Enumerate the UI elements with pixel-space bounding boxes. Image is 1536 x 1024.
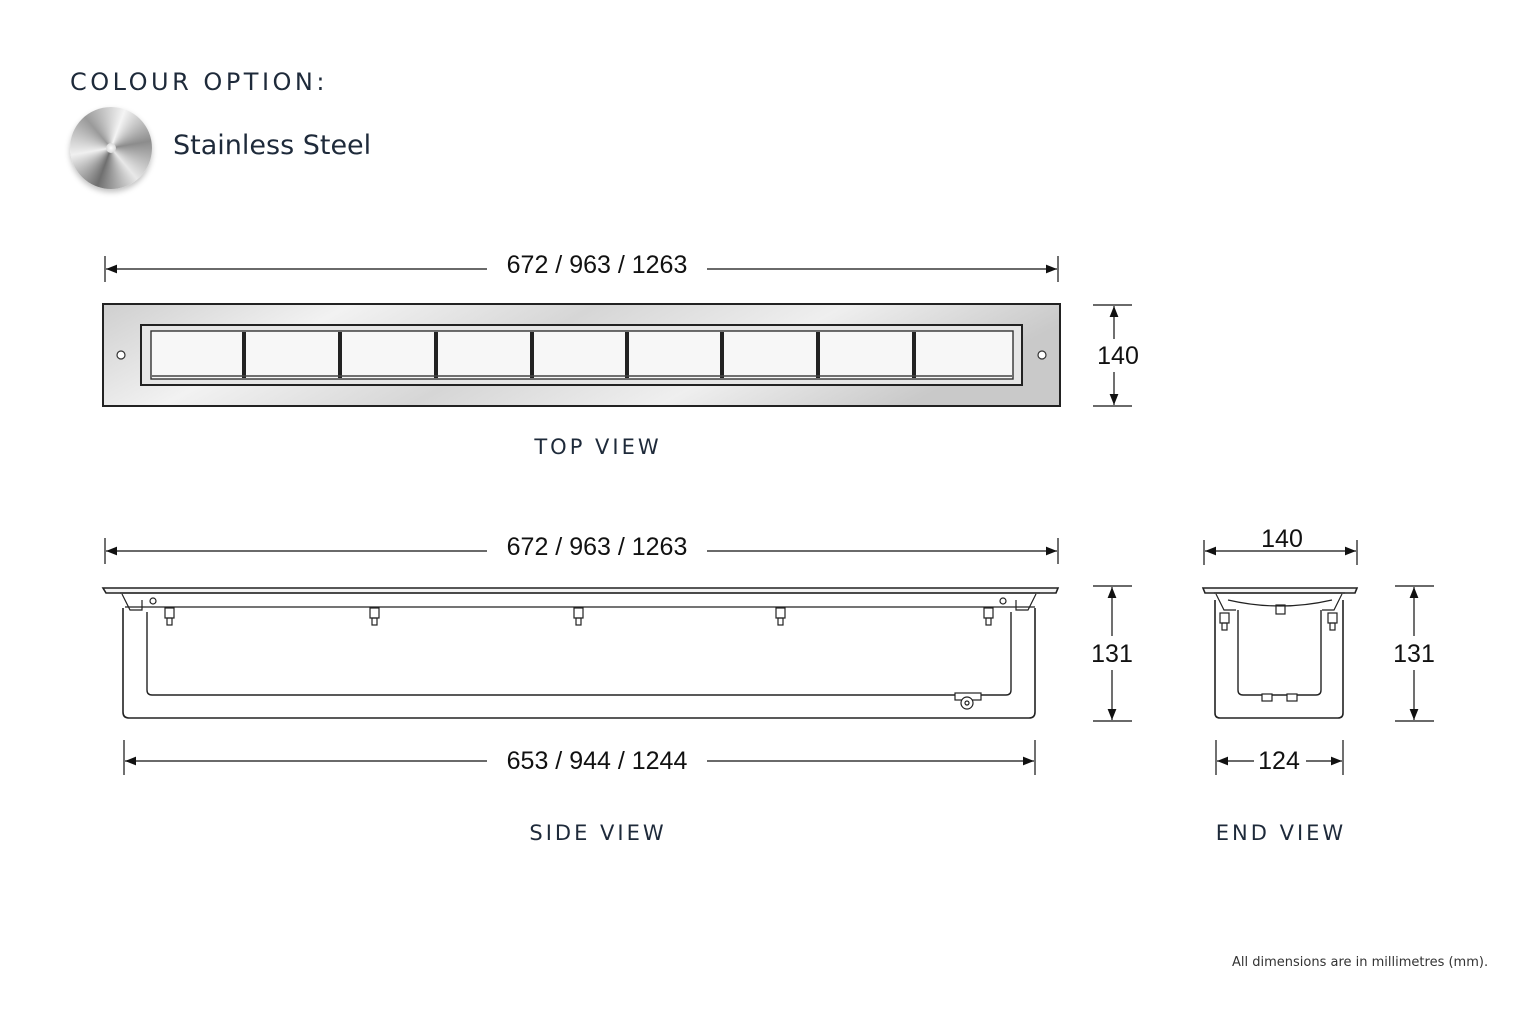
top-view-burner-plate <box>102 303 1061 407</box>
side-view: 672 / 963 / 1263 <box>101 533 1133 845</box>
colour-option-heading: COLOUR OPTION: <box>70 68 328 96</box>
side-view-label: SIDE VIEW <box>529 821 666 845</box>
side-view-height-dimension: 131 <box>1091 585 1133 722</box>
dimensions-footnote: All dimensions are in millimetres (mm). <box>1232 955 1489 970</box>
end-view-overall-width-label: 140 <box>1261 525 1303 553</box>
top-view-width-dimension: 140 <box>1093 304 1139 407</box>
top-view: 672 / 963 / 1263 <box>102 251 1139 459</box>
side-view-burner-body <box>101 587 1060 719</box>
side-view-overall-length-dimension: 672 / 963 / 1263 <box>104 533 1059 564</box>
end-view-height-dimension: 131 <box>1393 585 1435 722</box>
end-view-burner-body <box>1201 587 1359 719</box>
end-view-label: END VIEW <box>1216 821 1346 845</box>
finish-name: Stainless Steel <box>173 130 372 161</box>
end-view-overall-width-dimension: 140 <box>1203 525 1358 565</box>
top-view-length-dimension: 672 / 963 / 1263 <box>104 251 1059 282</box>
side-view-body-length-label: 653 / 944 / 1244 <box>507 747 688 775</box>
end-view: 140 131 <box>1201 525 1435 845</box>
stainless-steel-swatch-icon <box>70 107 152 189</box>
top-view-width-label: 140 <box>1097 342 1139 370</box>
mounting-hole-icon <box>1037 350 1047 360</box>
end-view-body-width-label: 124 <box>1258 747 1300 775</box>
side-view-body-length-dimension: 653 / 944 / 1244 <box>123 740 1036 775</box>
side-view-height-label: 131 <box>1091 640 1133 668</box>
end-view-body-width-dimension: 124 <box>1215 740 1344 775</box>
side-view-overall-length-label: 672 / 963 / 1263 <box>507 533 688 561</box>
top-view-length-label: 672 / 963 / 1263 <box>507 251 688 279</box>
end-view-height-label: 131 <box>1393 640 1435 668</box>
top-view-label: TOP VIEW <box>533 435 661 459</box>
mounting-hole-icon <box>116 350 126 360</box>
